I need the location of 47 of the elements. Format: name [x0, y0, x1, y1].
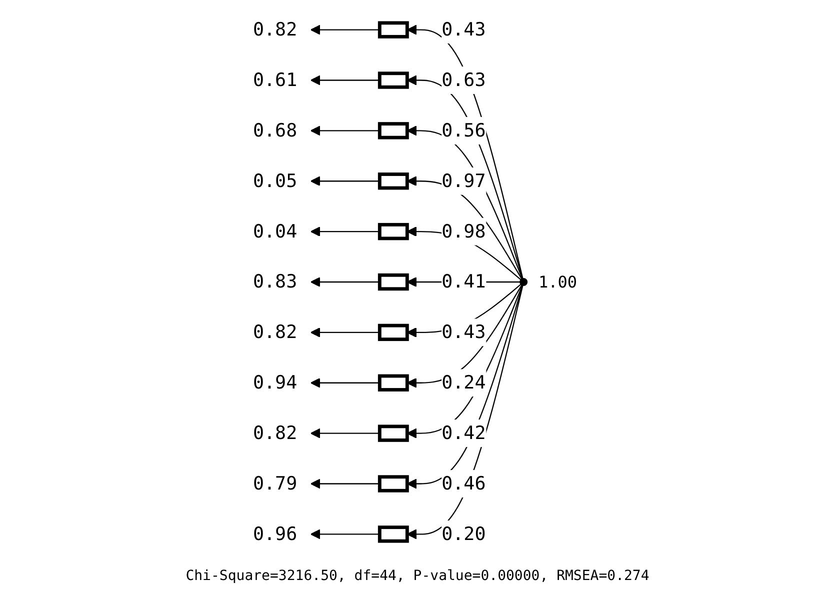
- edge-label: 0.56: [442, 119, 486, 141]
- node-text: 0.82: [252, 18, 298, 40]
- node-box: [378, 475, 409, 492]
- edge-label: 0.43: [442, 320, 486, 343]
- fit-statistics-caption: Chi-Square=3216.50, df=44, P-value=0.00000, RMSEA=0.274: [186, 567, 650, 586]
- node-text: 0.94: [252, 371, 298, 394]
- node-text: 0.82: [252, 320, 298, 343]
- node-text: 0.61: [252, 68, 298, 91]
- node-box: [378, 172, 409, 190]
- edge-label: 0.46: [442, 472, 486, 494]
- arrow: [310, 226, 380, 237]
- node-box: [378, 526, 409, 543]
- node-box: [378, 72, 409, 89]
- arrow: [310, 276, 380, 288]
- arrow: [310, 378, 380, 388]
- arrow: [310, 478, 380, 489]
- node-text: 0.79: [252, 472, 298, 494]
- node-text: 0.04: [252, 220, 298, 242]
- node-box: [378, 273, 409, 291]
- node-box: [378, 21, 409, 38]
- arrow: [310, 75, 380, 86]
- node-box: [378, 222, 409, 240]
- arrow: [310, 428, 380, 438]
- arrow: [310, 24, 380, 35]
- edge-label: 0.20: [442, 522, 486, 545]
- node-text: 0.83: [252, 270, 298, 292]
- edge-label: 0.42: [442, 422, 486, 444]
- node-circle: [520, 278, 528, 286]
- edge-label: 0.43: [442, 18, 486, 40]
- node-text: 0.96: [252, 522, 298, 545]
- variance-label: 1.00: [538, 272, 578, 292]
- edge-label: 0.97: [442, 170, 486, 192]
- arrow: [310, 126, 380, 136]
- arrow: [310, 176, 380, 186]
- edge-label: 0.98: [442, 220, 486, 242]
- node-box: [378, 424, 409, 442]
- node-box: [378, 374, 409, 392]
- edge-label: 0.63: [442, 68, 486, 91]
- arrow: [310, 327, 380, 338]
- node-text: 0.68: [252, 119, 298, 141]
- edge-label: 0.41: [442, 270, 486, 292]
- node-text: 0.82: [252, 422, 298, 444]
- edge-label: 0.24: [442, 371, 486, 394]
- arrow: [310, 529, 380, 540]
- node-box: [378, 122, 409, 140]
- node-box: [378, 324, 409, 342]
- node-text: 0.05: [252, 170, 298, 192]
